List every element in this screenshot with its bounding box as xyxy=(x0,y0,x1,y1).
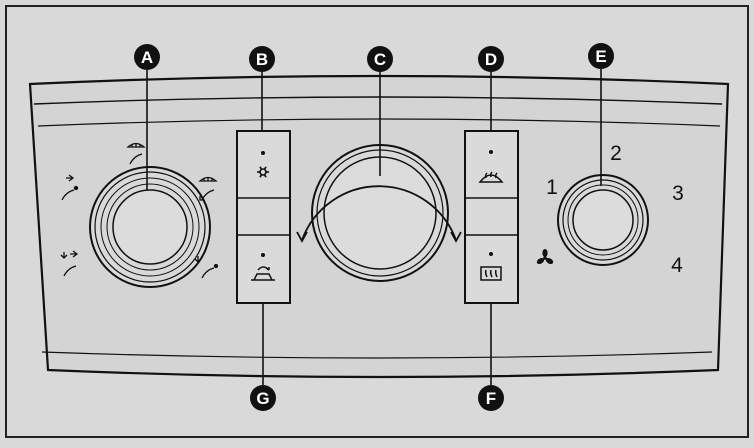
recirculation-button[interactable] xyxy=(238,236,289,302)
windshield-defrost-icon xyxy=(478,171,504,183)
svg-text:B: B xyxy=(256,50,268,69)
callout-a: A xyxy=(134,44,160,70)
callout-d: D xyxy=(478,46,504,72)
face-and-feet-icon xyxy=(198,176,218,201)
temperature-knob[interactable] xyxy=(311,144,449,282)
snowflake-ac-icon xyxy=(257,166,269,178)
rear-defrost-indicator-light xyxy=(489,252,493,256)
feet-and-windshield-icon xyxy=(60,250,79,277)
fan-speed-label-2: 2 xyxy=(610,142,622,165)
svg-text:G: G xyxy=(256,389,269,408)
fan-icon xyxy=(536,249,554,265)
ac-indicator-light xyxy=(261,151,265,155)
rear-window-defrost-icon xyxy=(480,266,502,281)
face-vent-icon xyxy=(61,174,79,201)
svg-text:F: F xyxy=(486,389,496,408)
callout-b: B xyxy=(249,46,275,72)
temperature-direction-arrows xyxy=(296,185,462,243)
svg-text:A: A xyxy=(141,48,153,67)
svg-text:C: C xyxy=(374,50,386,69)
front-defrost-indicator-light xyxy=(489,150,493,154)
windshield-defrost-icon xyxy=(126,142,146,165)
air-distribution-knob[interactable] xyxy=(89,166,211,288)
callout-g: G xyxy=(250,385,276,411)
callout-c: C xyxy=(367,46,393,72)
rear-defrost-button[interactable] xyxy=(466,236,517,302)
fan-speed-label-4: 4 xyxy=(671,254,683,277)
callout-e: E xyxy=(588,43,614,69)
svg-text:D: D xyxy=(485,50,497,69)
air-recirculation-car-icon xyxy=(251,266,275,281)
svg-text:E: E xyxy=(595,47,606,66)
recirculation-indicator-light xyxy=(261,253,265,257)
front-defrost-button[interactable] xyxy=(466,132,517,197)
air-conditioning-button[interactable] xyxy=(238,132,289,197)
feet-icon xyxy=(194,256,219,279)
fan-speed-label-3: 3 xyxy=(672,182,684,205)
fan-speed-knob[interactable] xyxy=(557,174,649,266)
callout-f: F xyxy=(478,385,504,411)
leader-lines xyxy=(146,68,602,385)
fan-speed-label-1: 1 xyxy=(546,176,558,199)
